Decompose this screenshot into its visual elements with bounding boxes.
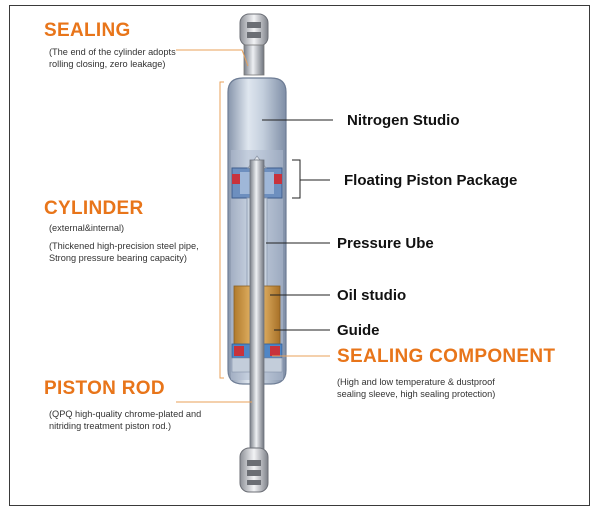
piston-rod-desc-line2: nitriding treatment piston rod.) — [49, 421, 172, 431]
diagram-frame — [9, 5, 590, 506]
piston-rod-title: PISTON ROD — [44, 378, 165, 399]
piston-rod — [249, 159, 265, 453]
cylinder-desc-line1: (Thickened high-precision steel pipe, — [49, 241, 199, 251]
left-leader-lines — [176, 49, 252, 403]
sealing-title: SEALING — [44, 20, 131, 41]
label-pressure-ube: Pressure Ube — [337, 235, 434, 252]
top-end-fitting — [239, 13, 269, 76]
sealing-desc-line1: (The end of the cylinder adopts — [49, 47, 176, 57]
label-floating-piston-package: Floating Piston Package — [344, 172, 518, 189]
cylinder-desc-line2: Strong pressure bearing capacity) — [49, 253, 187, 263]
cylinder-title: CYLINDER — [44, 198, 144, 219]
right-leader-lines — [262, 119, 333, 357]
sealing-desc-line2: rolling closing, zero leakage) — [49, 59, 166, 69]
piston-rod-desc-line1: (QPQ high-quality chrome-plated and — [49, 409, 202, 419]
sealing-component-title: SEALING COMPONENT — [337, 346, 556, 367]
label-guide: Guide — [337, 322, 380, 339]
sealing-component-desc-line2: sealing sleeve, high sealing protection) — [337, 389, 496, 399]
sealing-component-desc-line1: (High and low temperature & dustproof — [337, 377, 495, 387]
label-oil-studio: Oil studio — [337, 287, 407, 304]
bottom-end-fitting — [239, 447, 269, 493]
label-nitrogen-studio: Nitrogen Studio — [347, 112, 460, 129]
cylinder-sub: (external&internal) — [49, 223, 125, 233]
